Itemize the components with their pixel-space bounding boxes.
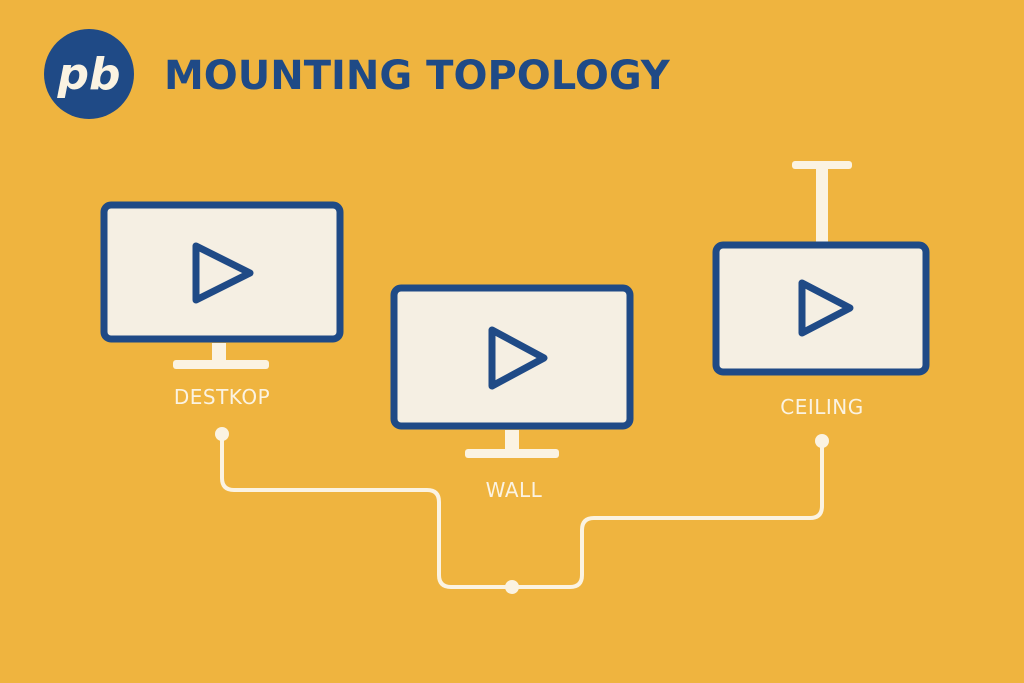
brand-logo: pb — [44, 29, 134, 119]
desktop-stand-neck — [212, 343, 226, 362]
wall-stand-base — [465, 449, 559, 458]
desktop-connector-node — [215, 427, 229, 441]
logo-circle — [44, 29, 134, 119]
play-icon — [488, 326, 548, 390]
play-icon — [192, 242, 254, 304]
play-icon — [798, 279, 854, 337]
ceiling-screen — [712, 241, 930, 376]
desktop-label: DESTKOP — [174, 385, 270, 409]
page-title: MOUNTING TOPOLOGY — [164, 53, 671, 99]
desktop-stand-base — [173, 360, 269, 369]
ceiling-mount-pole — [816, 167, 828, 245]
wall-screen — [390, 284, 634, 430]
ceiling-label: CEILING — [780, 395, 864, 419]
logo-text: pb — [57, 49, 121, 100]
ceiling-mount-plate — [792, 161, 852, 169]
ceiling-connector-node — [815, 434, 829, 448]
desktop-monitor — [100, 201, 344, 369]
desktop-screen — [100, 201, 344, 343]
wall-monitor — [390, 284, 634, 458]
wall-label: WALL — [486, 478, 543, 502]
wall-stand-neck — [505, 430, 519, 449]
ceiling-monitor — [712, 161, 930, 376]
hub-connector-node — [505, 580, 519, 594]
